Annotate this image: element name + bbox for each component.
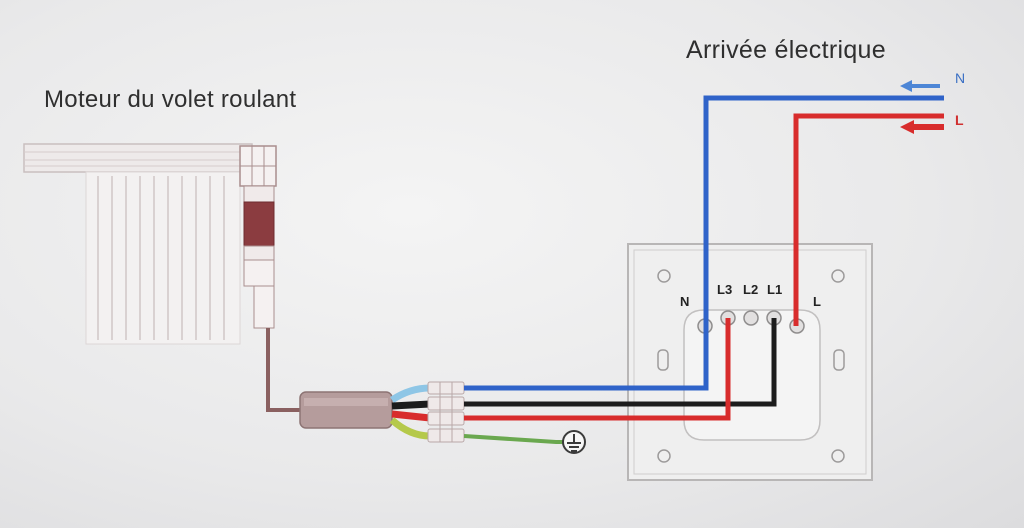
connector-blocks xyxy=(427,381,465,443)
switch-terminal-n: N xyxy=(680,294,690,309)
earth-wire xyxy=(463,434,566,444)
switch-plate xyxy=(627,243,873,481)
rolling-shutter xyxy=(23,143,253,345)
switch-terminal-l3: L3 xyxy=(717,282,733,297)
black-wire xyxy=(464,318,777,407)
switch-terminal-l1: L1 xyxy=(767,282,783,297)
switch-terminal-l: L xyxy=(813,294,821,309)
shutter-motor xyxy=(239,145,277,329)
red-wire xyxy=(464,318,731,421)
motor-cable xyxy=(266,328,304,412)
supply-line-arrow-icon xyxy=(900,120,944,134)
supply-line-wire xyxy=(793,113,944,326)
supply-line-label: L xyxy=(955,112,964,128)
ground-symbol-icon xyxy=(562,430,586,454)
supply-neutral-label: N xyxy=(955,70,966,86)
cable-sheath xyxy=(299,391,393,429)
motor-label: Moteur du volet roulant xyxy=(44,86,297,113)
supply-neutral-wire xyxy=(703,95,944,326)
neutral-wire xyxy=(464,326,709,391)
supply-neutral-arrow-icon xyxy=(900,80,940,92)
switch-terminal-l2: L2 xyxy=(743,282,759,297)
supply-label: Arrivée électrique xyxy=(686,36,886,64)
